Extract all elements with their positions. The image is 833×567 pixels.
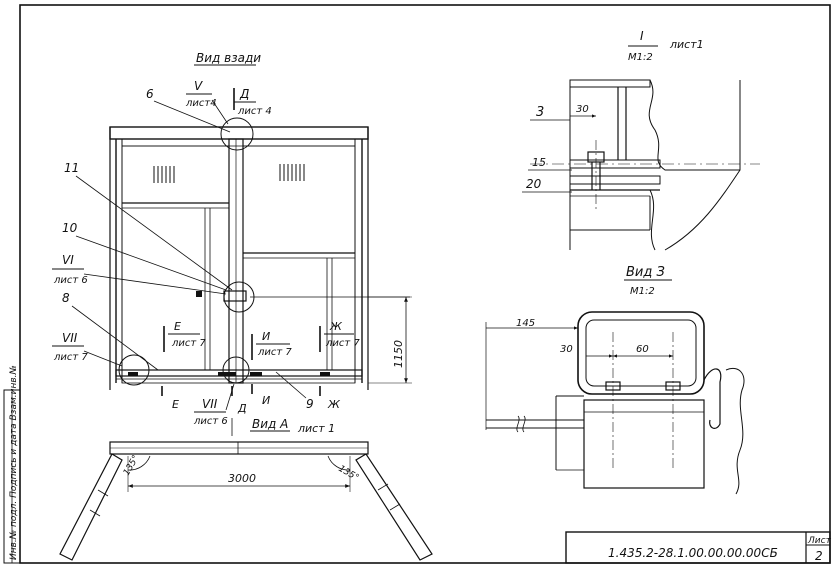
- section-zh-sheet: лист 7: [325, 338, 360, 349]
- section-e-sheet: лист 7: [171, 338, 206, 349]
- drawing-frame: [3, 4, 831, 564]
- callout-v-number: V: [194, 79, 203, 93]
- detail-i-scale: М1:2: [628, 52, 653, 63]
- callout-vi-sheet: лист 6: [53, 275, 88, 286]
- section-i-sheet: лист 7: [257, 347, 292, 358]
- view-z-dim-145: 145: [516, 318, 535, 329]
- detail-i: I М1:2 лист1 30 3 15: [522, 29, 760, 251]
- callout-d-top: Д: [239, 87, 249, 101]
- plan-view: Вид А лист 1 135° 135° 3000: [59, 417, 433, 561]
- plan-view-sheet: лист 1: [297, 422, 335, 435]
- section-i-label: И: [262, 330, 270, 343]
- vent-right: [279, 164, 305, 181]
- cut-d: Д: [237, 402, 247, 415]
- callout-v-sheet: лист4: [185, 98, 217, 109]
- side-stamp-text: Инв.№ подл. Подпись и дата Взам.инв.№: [9, 365, 19, 560]
- section-e-label: Е: [174, 320, 181, 333]
- detail-i-title: I: [640, 29, 644, 43]
- callout-vii-sheet: лист 7: [53, 352, 88, 363]
- section-zh-label: Ж: [329, 320, 343, 333]
- detail-i-mark-20: 20: [526, 177, 542, 191]
- drawing-designation: 1.435.2-28.1.00.00.00.00СБ: [608, 546, 778, 560]
- height-dimension: 1150: [392, 340, 405, 368]
- callout-vii-bottom-number: VII: [202, 397, 218, 411]
- angle-left: 135°: [122, 454, 142, 478]
- callout-d-top-sheet: лист 4: [237, 106, 272, 117]
- mark-9: 9: [306, 397, 314, 411]
- cut-zh: Ж: [327, 398, 341, 411]
- callout-vii-bottom-sheet: лист 6: [193, 416, 228, 427]
- view-z: Вид З М1:2 145 30 60: [485, 265, 745, 495]
- vent-left: [153, 166, 175, 183]
- mark-11: 11: [64, 161, 79, 175]
- plan-view-title: Вид А: [252, 417, 288, 431]
- sheet-number: 2: [815, 549, 823, 563]
- width-dimension: 3000: [228, 472, 256, 485]
- mark-8: 8: [62, 291, 70, 305]
- cut-i: И: [262, 394, 270, 407]
- view-z-dim-60: 60: [636, 344, 649, 355]
- callout-vi-number: VI: [62, 253, 74, 267]
- side-stamp: Инв.№ подл. Подпись и дата Взам.инв.№: [9, 365, 19, 560]
- view-z-title: Вид З: [626, 265, 665, 280]
- cut-e: Е: [172, 398, 179, 411]
- mark-10: 10: [62, 221, 78, 235]
- view-z-dim-30: 30: [560, 344, 573, 355]
- main-view-title: Вид взади: [196, 51, 261, 65]
- title-block: 1.435.2-28.1.00.00.00.00СБ Лист 2: [565, 531, 832, 564]
- view-z-scale: М1:2: [630, 286, 655, 297]
- sheet-label: Лист: [807, 536, 832, 546]
- mark-6: 6: [146, 87, 154, 101]
- detail-i-dim-30: 30: [576, 104, 589, 115]
- detail-i-mark-15: 15: [532, 156, 546, 169]
- callout-vii-number: VII: [62, 331, 78, 345]
- detail-i-mark-3: 3: [536, 105, 544, 120]
- main-view: Вид взади: [52, 51, 412, 427]
- angle-right: 135°: [337, 464, 361, 484]
- detail-i-sheet: лист1: [669, 38, 704, 51]
